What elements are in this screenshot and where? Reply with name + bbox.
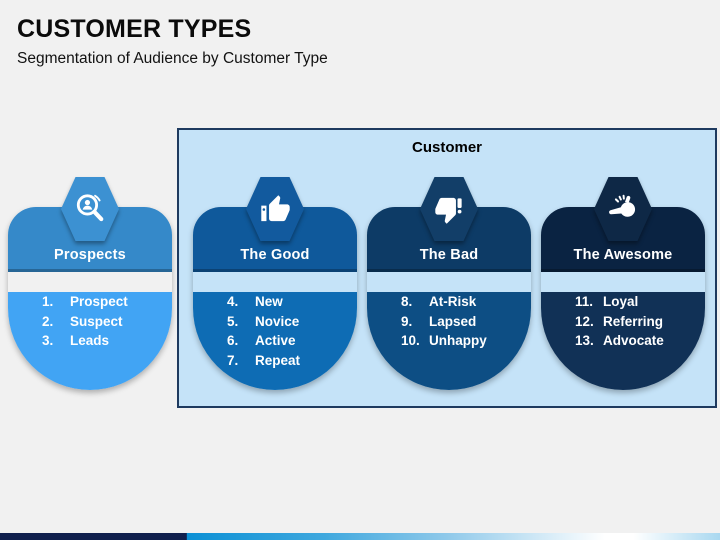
segment-the-awesome: The Awesome 11. Loyal 12. Referring 13. Adv… [541,177,705,390]
item-number: 3. [42,333,54,348]
page-subtitle: Segmentation of Audience by Customer Typ… [17,50,328,67]
segment-body: 1. Prospect 2. Suspect 3. Leads [8,292,172,390]
item-label: Repeat [255,352,301,368]
hex-shape [246,177,304,241]
item-label: At-Risk [429,294,477,309]
list-item: 5. Novice [227,312,357,332]
search-person-icon [76,194,104,222]
segment-title: The Good [240,247,310,263]
list-item: 12. Referring [575,312,705,332]
segment-item-list: 4. New 5. Novice 6. Active 7. Repeat [227,292,357,370]
segment-title: The Awesome [573,247,673,263]
item-label: Novice [255,313,300,329]
segment-body: 4. New 5. Novice 6. Active 7. Repeat [193,292,357,390]
segment-item-list: 1. Prospect 2. Suspect 3. Leads [42,292,172,351]
segment-body: 8. At-Risk 9. Lapsed 10. Unhappy [367,292,531,390]
item-number: 11. [575,294,594,309]
item-number: 5. [227,313,239,329]
list-item: 8. At-Risk [401,292,531,312]
segment-prospects: Prospects 1. Prospect 2. Suspect 3. Leads [8,177,172,390]
segment-item-list: 8. At-Risk 9. Lapsed 10. Unhappy [401,292,531,351]
customer-box-label: Customer [411,139,482,156]
hex-badge [420,177,478,241]
item-label: Loyal [603,294,639,309]
item-number: 4. [227,294,239,309]
list-item: 7. Repeat [227,351,357,371]
list-item: 11. Loyal [575,292,705,312]
item-number: 10. [401,333,420,348]
list-item: 6. Active [227,331,357,351]
list-item: 10. Unhappy [401,331,531,351]
item-number: 6. [227,333,239,348]
footer-accent-bar [0,533,720,540]
snap-fingers-icon [609,194,636,217]
hex-shape [594,177,652,241]
segment-body: 11. Loyal 12. Referring 13. Advocate [541,292,705,390]
item-label: Lapsed [429,313,477,329]
segment-the-good: The Good 4. New 5. Novice 6. Active 7. Repea… [193,177,357,390]
item-label: Referring [603,313,664,329]
segment-title: Prospects [54,247,126,263]
thumbs-down-icon [434,197,462,224]
item-label: Active [255,333,296,348]
item-label: Prospect [70,294,128,309]
item-label: Unhappy [429,333,487,348]
hex-shape [61,177,119,241]
hex-badge [594,177,652,241]
list-item: 2. Suspect [42,312,172,332]
segment-title: The Bad [419,247,479,263]
segment-item-list: 11. Loyal 12. Referring 13. Advocate [575,292,705,351]
item-label: Advocate [603,333,664,348]
item-label: New [255,294,283,309]
item-number: 2. [42,313,54,329]
item-number: 12. [575,313,594,329]
item-label: Leads [70,333,110,348]
page-title: CUSTOMER TYPES [17,15,252,43]
hex-shape [420,177,478,241]
item-number: 13. [575,333,594,348]
list-item: 13. Advocate [575,331,705,351]
item-label: Suspect [70,313,123,329]
item-number: 9. [401,313,413,329]
item-number: 1. [42,294,54,309]
list-item: 3. Leads [42,331,172,351]
hex-badge [246,177,304,241]
hex-badge [61,177,119,241]
item-number: 7. [227,352,239,368]
item-number: 8. [401,294,413,309]
list-item: 4. New [227,292,357,312]
list-item: 9. Lapsed [401,312,531,332]
list-item: 1. Prospect [42,292,172,312]
segment-the-bad: The Bad 8. At-Risk 9. Lapsed 10. Unhappy [367,177,531,390]
thumbs-up-icon [260,194,290,221]
